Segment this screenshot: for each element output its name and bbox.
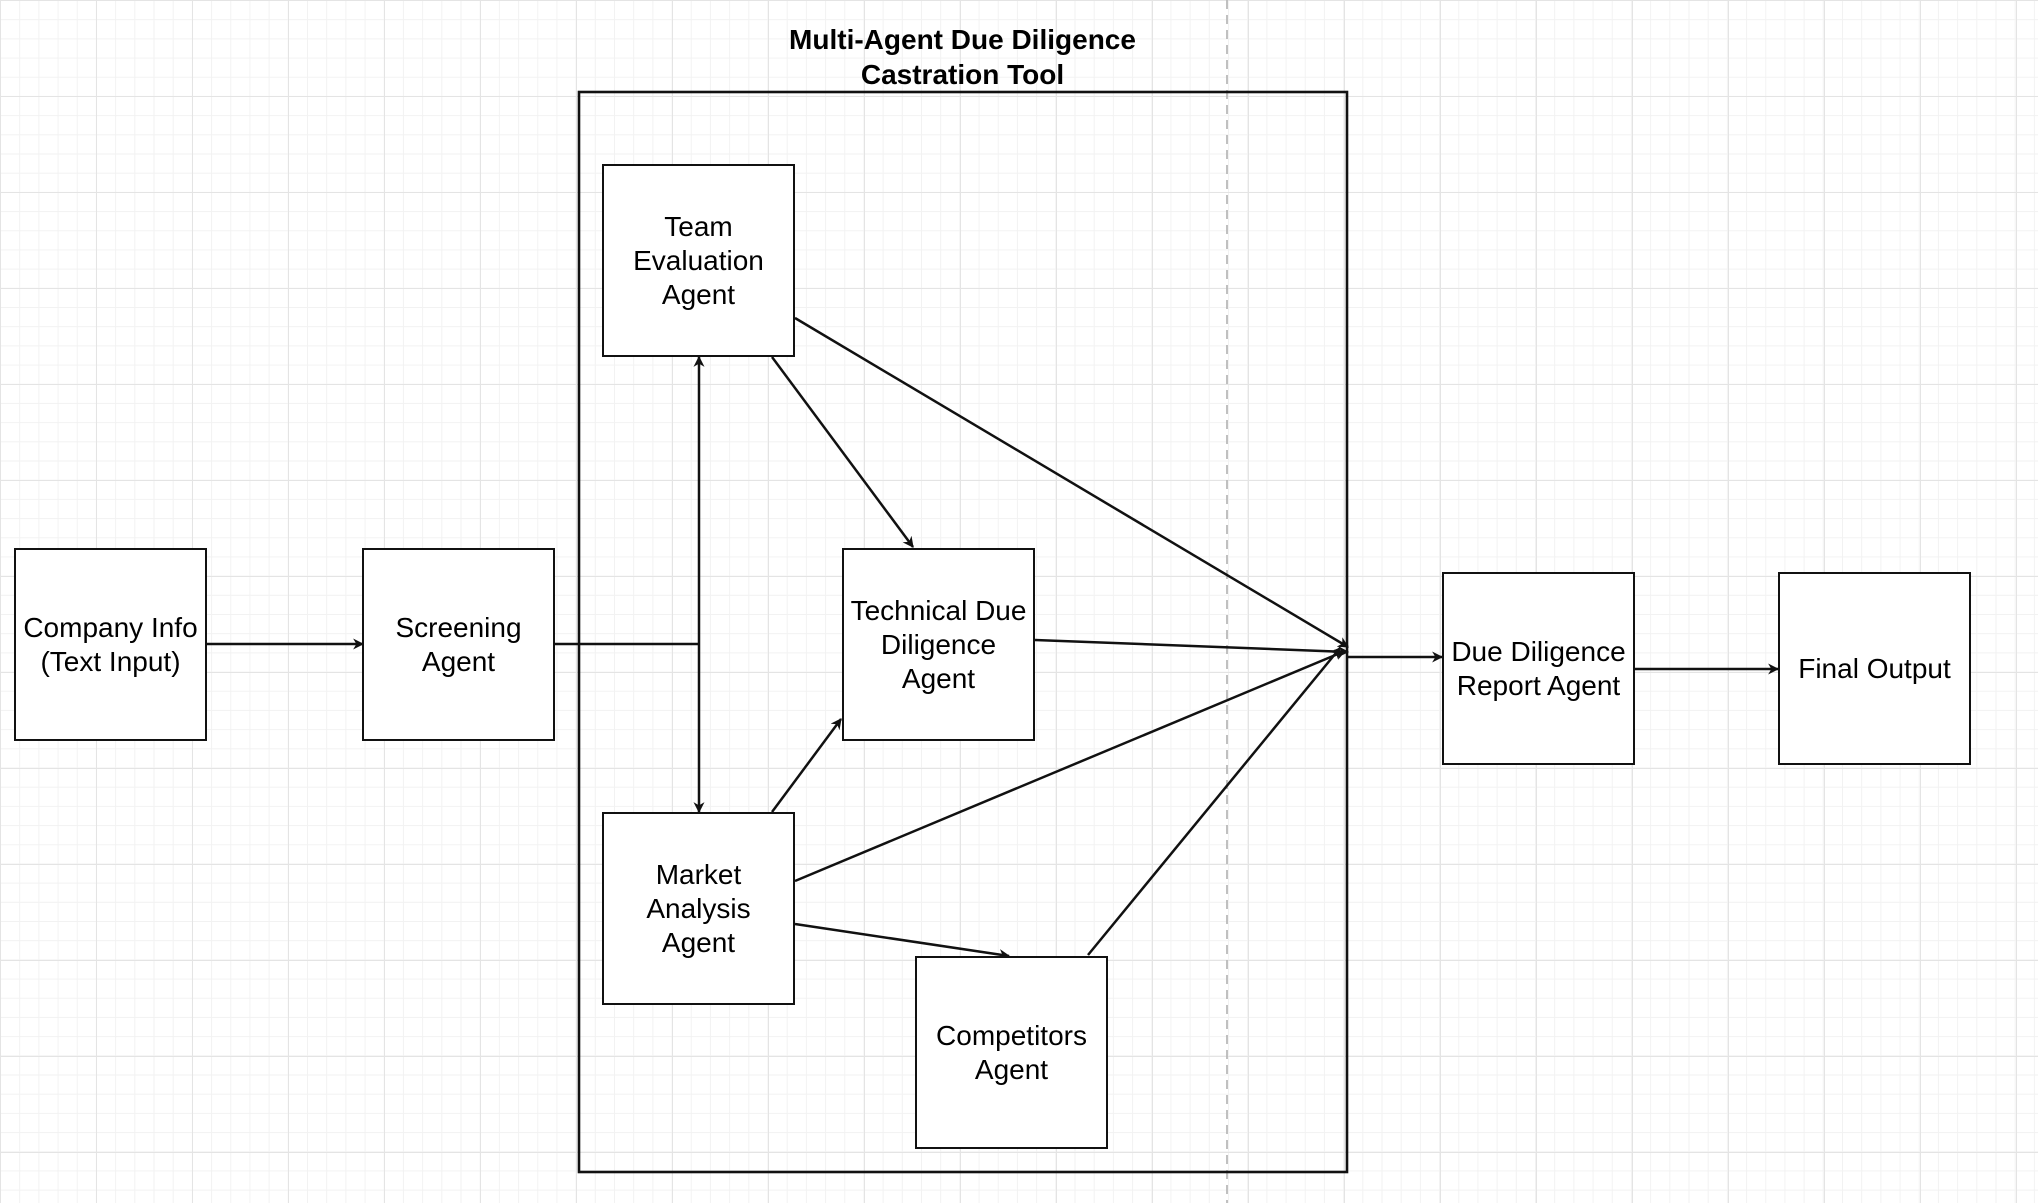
edge-competitors-to-output (1087, 647, 1341, 956)
node-label-line: Analysis (646, 892, 751, 924)
node-label-line: Agent (421, 645, 496, 677)
market-analysis-agent-node[interactable]: Market Analysis Agent (602, 812, 795, 1005)
title-line-2: Castration Tool (860, 59, 1065, 90)
company-info-node[interactable]: Company Info (Text Input) (14, 548, 207, 741)
tool-container[interactable] (577, 90, 1349, 1174)
node-label-line: Evaluation (633, 244, 764, 276)
node-label-line: Screening (395, 611, 522, 643)
node-label-line: Final Output (1798, 652, 1951, 684)
edge-team-to-technical (770, 356, 915, 548)
node-label-line: Report Agent (1456, 669, 1621, 701)
edge-team-to-output (794, 316, 1349, 649)
node-label-line: Due Diligence (1451, 635, 1626, 667)
competitors-agent-node[interactable]: Competitors Agent (915, 956, 1108, 1149)
due-diligence-report-agent-node[interactable]: Due Diligence Report Agent (1442, 572, 1635, 765)
edge-market-to-competitors (794, 922, 1011, 960)
node-label-line: Agent (901, 662, 976, 694)
team-evaluation-agent-node[interactable]: Team Evaluation Agent (602, 164, 795, 357)
edge-market-to-output (794, 649, 1347, 883)
edge-technical-to-output (1034, 638, 1350, 658)
node-label-line: Team (664, 210, 733, 242)
screening-agent-node[interactable]: Screening Agent (362, 548, 555, 741)
node-label-line: Technical Due (850, 594, 1027, 626)
node-label-line: Agent (661, 278, 736, 310)
node-label-line: Agent (974, 1053, 1049, 1085)
technical-due-diligence-agent-node[interactable]: Technical Due Diligence Agent (842, 548, 1035, 741)
diagram-title: Multi-Agent Due Diligence Castration Too… (700, 22, 1225, 92)
node-label-line: Agent (661, 926, 736, 958)
node-label-line: Diligence (880, 628, 997, 660)
node-label-line: Competitors (936, 1019, 1087, 1051)
title-line-1: Multi-Agent Due Diligence (789, 24, 1136, 55)
edge-market-to-technical (770, 718, 843, 813)
node-label-line: Market (655, 858, 742, 890)
final-output-node[interactable]: Final Output (1778, 572, 1971, 765)
node-label-line: (Text Input) (40, 645, 181, 677)
node-label-line: Company Info (23, 611, 198, 643)
